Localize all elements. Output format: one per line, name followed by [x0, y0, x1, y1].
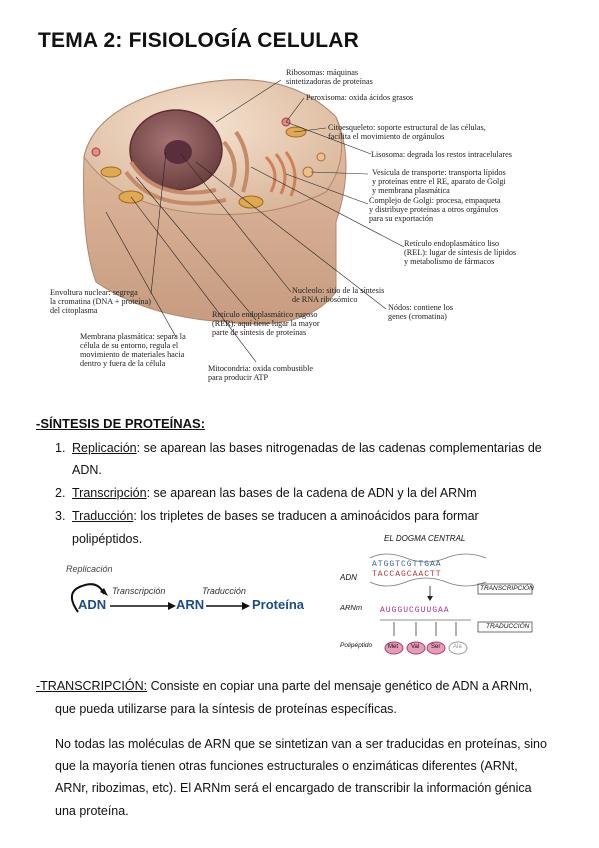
label-vesicula: Vesícula de transporte: transporta lípid…: [372, 168, 506, 195]
label-envoltura: Envoltura nuclear: segrega la cromatina …: [50, 288, 152, 315]
label-citoesqueleto: Citoesqueleto: soporte estructural de la…: [328, 123, 486, 141]
list-text: se aparean las bases nitrogenadas de las…: [140, 441, 542, 455]
paragraph-line: una proteína.: [55, 804, 129, 818]
label-lisosoma-name: Lisosoma:: [371, 150, 406, 159]
label-rel: Retículo endoplasmático liso (REL): luga…: [404, 239, 517, 266]
label-polipeptido: Polipéptido: [340, 642, 373, 649]
dogma-central-diagram: EL DOGMA CENTRAL ADN ARNm Polipéptido AT…: [336, 530, 551, 660]
list-text: los tripletes de bases se traducen a ami…: [136, 509, 479, 523]
list-term: Transcripción: [72, 486, 147, 500]
label-membrana: Membrana plasmática: separa la célula de…: [80, 332, 186, 368]
section-heading-sintesis: -SÍNTESIS DE PROTEÍNAS:: [36, 416, 206, 431]
transcripcion-paragraph: -TRANSCRIPCIÓN: Consiste en copiar una p…: [36, 675, 556, 697]
aa-met: Met: [388, 644, 399, 650]
label-lisosoma: Lisosoma: degrada los restos intracelula…: [371, 150, 512, 159]
list-sep: :: [133, 509, 137, 523]
list-item: 1. Replicación: se aparean las bases nitr…: [55, 437, 575, 459]
paragraph-line: que la mayoría tienen otras funciones es…: [55, 759, 518, 773]
cell-illustration: [83, 79, 405, 363]
list-item: 3. Traducción: los tripletes de bases se …: [55, 505, 575, 527]
transcripcion-line1: Consiste en copiar una parte del mensaje…: [147, 679, 533, 693]
dogma-central-graphics: [369, 553, 533, 655]
label-peroxisoma: Peroxisoma: oxida ácidos grasos: [306, 93, 414, 102]
label-transcripcion: Transcripción: [112, 586, 166, 596]
list-term: Replicación: [72, 441, 137, 455]
paragraph-line: No todas las moléculas de ARN que se sin…: [55, 737, 547, 751]
section-heading-transcripcion: -TRANSCRIPCIÓN:: [36, 679, 148, 693]
list-sep: :: [136, 441, 141, 455]
transcripcion-line2: que pueda utilizarse para la síntesis de…: [55, 702, 397, 716]
label-ribosomas: Ribosomas: máquinas sintetizadoras de pr…: [286, 68, 373, 86]
list-term: Traducción: [72, 509, 134, 523]
aa-ala: Ala: [453, 644, 462, 650]
label-proteina: Proteína: [252, 597, 305, 612]
label-golgi: Complejo de Golgi: procesa, empaqueta y …: [369, 196, 501, 223]
label-nodos: Nódos: contiene los genes (cromatina): [388, 303, 454, 321]
label-nucleolo: Nucleolo: sitio de la síntesis de RNA ri…: [292, 286, 385, 304]
label-arnm-strand: ARNm: [340, 603, 363, 612]
dogma-arrows: [71, 583, 250, 613]
label-lisosoma-desc: degrada los restos intracelulares: [405, 150, 512, 159]
list-number: 1.: [55, 441, 66, 455]
label-mitocondria: Mitocondria: oxida combustible para prod…: [208, 364, 314, 382]
list-item-cont: polipéptidos.: [72, 532, 143, 546]
label-traduccion-box: TRADUCCIÓN: [486, 623, 530, 630]
label-rer: Retículo endoplasmático rugoso (RER): aq…: [212, 310, 320, 337]
list-text: se aparean las bases de la cadena de ADN…: [150, 486, 477, 500]
dogma-title: EL DOGMA CENTRAL: [384, 534, 466, 543]
cell-diagram: Ribosomas: máquinas sintetizadoras de pr…: [36, 62, 576, 390]
dogma-simple-diagram: Replicación ADN Transcripción ARN Traduc…: [60, 560, 310, 635]
label-adn: ADN: [78, 597, 107, 612]
aa-val: Val: [411, 644, 420, 650]
aa-ser: Ser: [431, 644, 441, 650]
list-item-cont: ADN.: [72, 463, 102, 477]
arnm-strand: AUGGUCGUUGAA: [380, 606, 450, 615]
list-item: 2. Transcripción: se aparean las bases de…: [55, 482, 575, 504]
label-traduccion: Traducción: [202, 586, 246, 596]
page-title: TEMA 2: FISIOLOGÍA CELULAR: [38, 29, 359, 52]
adn-top-strand: ATGGTCGTTGAA: [372, 560, 442, 569]
adn-bottom-strand: TACCAGCAACTT: [372, 570, 442, 579]
list-sep: :: [146, 486, 151, 500]
label-transcripcion-box: TRANSCRIPCIÓN: [480, 585, 534, 592]
list-number: 2.: [55, 486, 66, 500]
label-adn-strand: ADN: [340, 573, 357, 582]
label-arn: ARN: [176, 597, 205, 612]
label-replicacion: Replicación: [66, 564, 113, 574]
paragraph-line: ARNr, ribozimas, etc). El ARNm será el e…: [55, 781, 532, 795]
list-number: 3.: [55, 509, 66, 523]
